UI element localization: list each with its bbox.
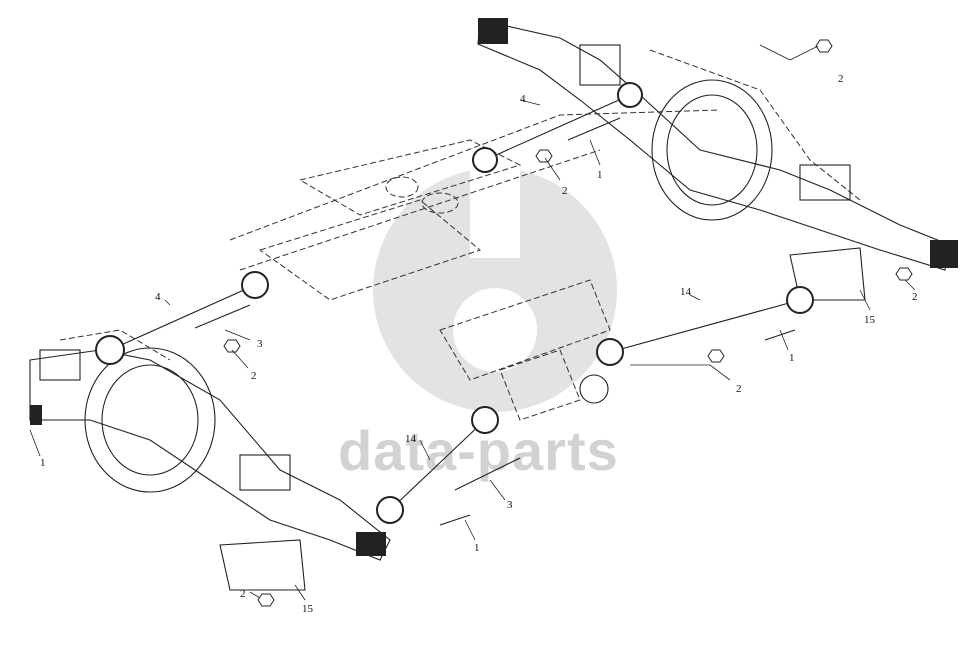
callout-label: 1	[40, 457, 46, 469]
callout-label: 14	[680, 286, 692, 298]
nut	[535, 149, 553, 163]
rod-joint	[376, 496, 404, 524]
callout-label: 3	[257, 338, 263, 350]
rod-joint	[95, 335, 125, 365]
callout-label: 2	[838, 73, 844, 85]
front-hub-right	[356, 532, 386, 556]
nut	[257, 593, 275, 607]
front-axle	[29, 329, 391, 561]
rod-joint	[472, 147, 498, 173]
callout-label: 2	[251, 370, 257, 382]
callout-label: 4	[520, 93, 526, 105]
nuts	[223, 39, 913, 607]
callout-label: 14	[405, 433, 417, 445]
leader-lines	[29, 44, 916, 601]
rod-joint	[241, 271, 269, 299]
rod-joint	[617, 82, 643, 108]
nut	[815, 39, 833, 53]
callout-label: 2	[736, 383, 742, 395]
callout-label: 2	[912, 291, 918, 303]
rod-joint	[786, 286, 814, 314]
rear-hub-left	[478, 18, 508, 44]
callout-label: 3	[507, 499, 513, 511]
callout-label: 1	[597, 169, 603, 181]
callout-label: 1	[789, 352, 795, 364]
callouts: 2 4 2 1 4 3 2 1 14 2 15 1 2 14 3 1 2 15	[40, 73, 918, 615]
rods	[95, 82, 814, 526]
callout-label: 4	[155, 291, 161, 303]
callout-label: 2	[562, 185, 568, 197]
nut	[223, 339, 241, 353]
nut	[707, 349, 725, 363]
rear-hub-right	[930, 240, 958, 268]
callout-label: 1	[474, 542, 480, 554]
rod-joint	[471, 406, 499, 434]
watermark: data-parts	[338, 168, 618, 482]
callout-label: 2	[240, 588, 246, 600]
nut	[895, 267, 913, 281]
front-hub-left	[30, 405, 42, 425]
callout-label: 15	[302, 603, 314, 615]
callout-label: 15	[864, 314, 876, 326]
vehicle-frame	[229, 109, 721, 421]
rod-joint	[596, 338, 624, 366]
